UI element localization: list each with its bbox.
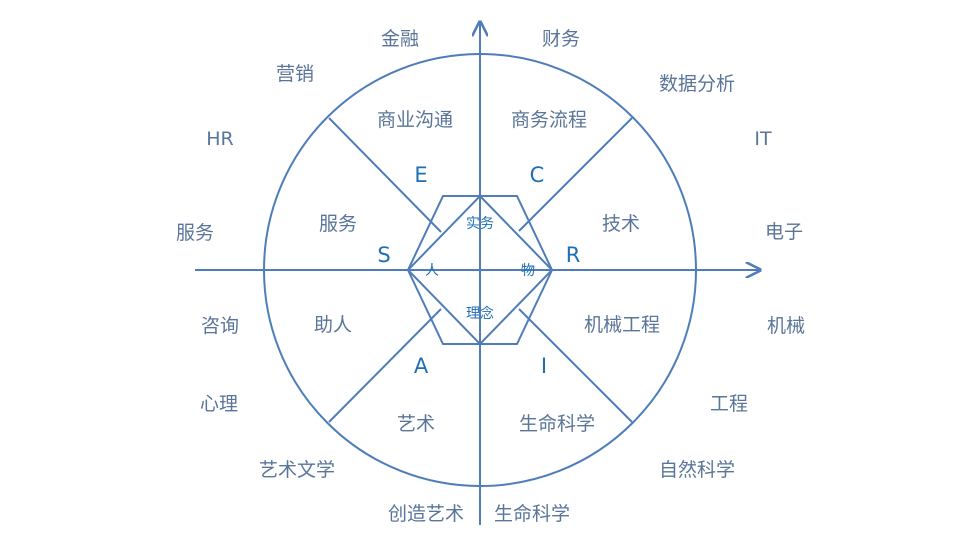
label-shengming-outer: 生命科学 xyxy=(494,503,570,525)
label-yingxiao: 营销 xyxy=(276,63,314,85)
core-wu: 物 xyxy=(521,263,535,279)
inner-yishu: 艺术 xyxy=(397,413,435,435)
inner-shengming: 生命科学 xyxy=(519,413,595,435)
divider-bottom-right xyxy=(518,308,633,423)
label-yishuwenxue: 艺术文学 xyxy=(259,459,335,481)
center-diamond xyxy=(406,194,554,346)
label-xinli: 心理 xyxy=(200,393,238,415)
inner-shangwu: 商务流程 xyxy=(511,109,587,131)
core-ren: 人 xyxy=(425,263,439,279)
inner-shangye: 商业沟通 xyxy=(377,109,453,131)
label-jixie: 机械 xyxy=(767,315,805,337)
label-jinrong: 金融 xyxy=(381,28,419,50)
inner-jishu: 技术 xyxy=(602,213,640,235)
letter-i: I xyxy=(541,354,547,378)
core-shiwu: 实务 xyxy=(466,216,494,232)
inner-zhuren: 助人 xyxy=(314,314,352,336)
letter-c: C xyxy=(530,163,545,187)
outer-circle xyxy=(263,53,697,487)
inner-jixiegongcheng: 机械工程 xyxy=(584,314,660,336)
core-linian: 理念 xyxy=(466,305,494,322)
inner-fuwu: 服务 xyxy=(319,213,357,235)
letter-a: A xyxy=(414,354,429,378)
label-caiwu: 财务 xyxy=(542,28,580,50)
divider-bottom-left xyxy=(328,308,442,423)
letter-s: S xyxy=(377,243,390,267)
label-shuju: 数据分析 xyxy=(659,73,735,95)
letter-r: R xyxy=(566,243,581,267)
label-dianzi: 电子 xyxy=(765,221,803,243)
letter-e: E xyxy=(414,163,427,187)
label-fuwu-outer: 服务 xyxy=(176,222,214,244)
label-it: IT xyxy=(754,128,772,150)
label-zixun: 咨询 xyxy=(201,315,239,337)
label-ziran: 自然科学 xyxy=(659,459,735,481)
label-hr: HR xyxy=(206,128,234,150)
divider-top-right xyxy=(518,117,633,232)
divider-top-left xyxy=(328,117,442,233)
label-gongcheng: 工程 xyxy=(710,393,748,415)
label-chuangzao: 创造艺术 xyxy=(388,503,464,525)
